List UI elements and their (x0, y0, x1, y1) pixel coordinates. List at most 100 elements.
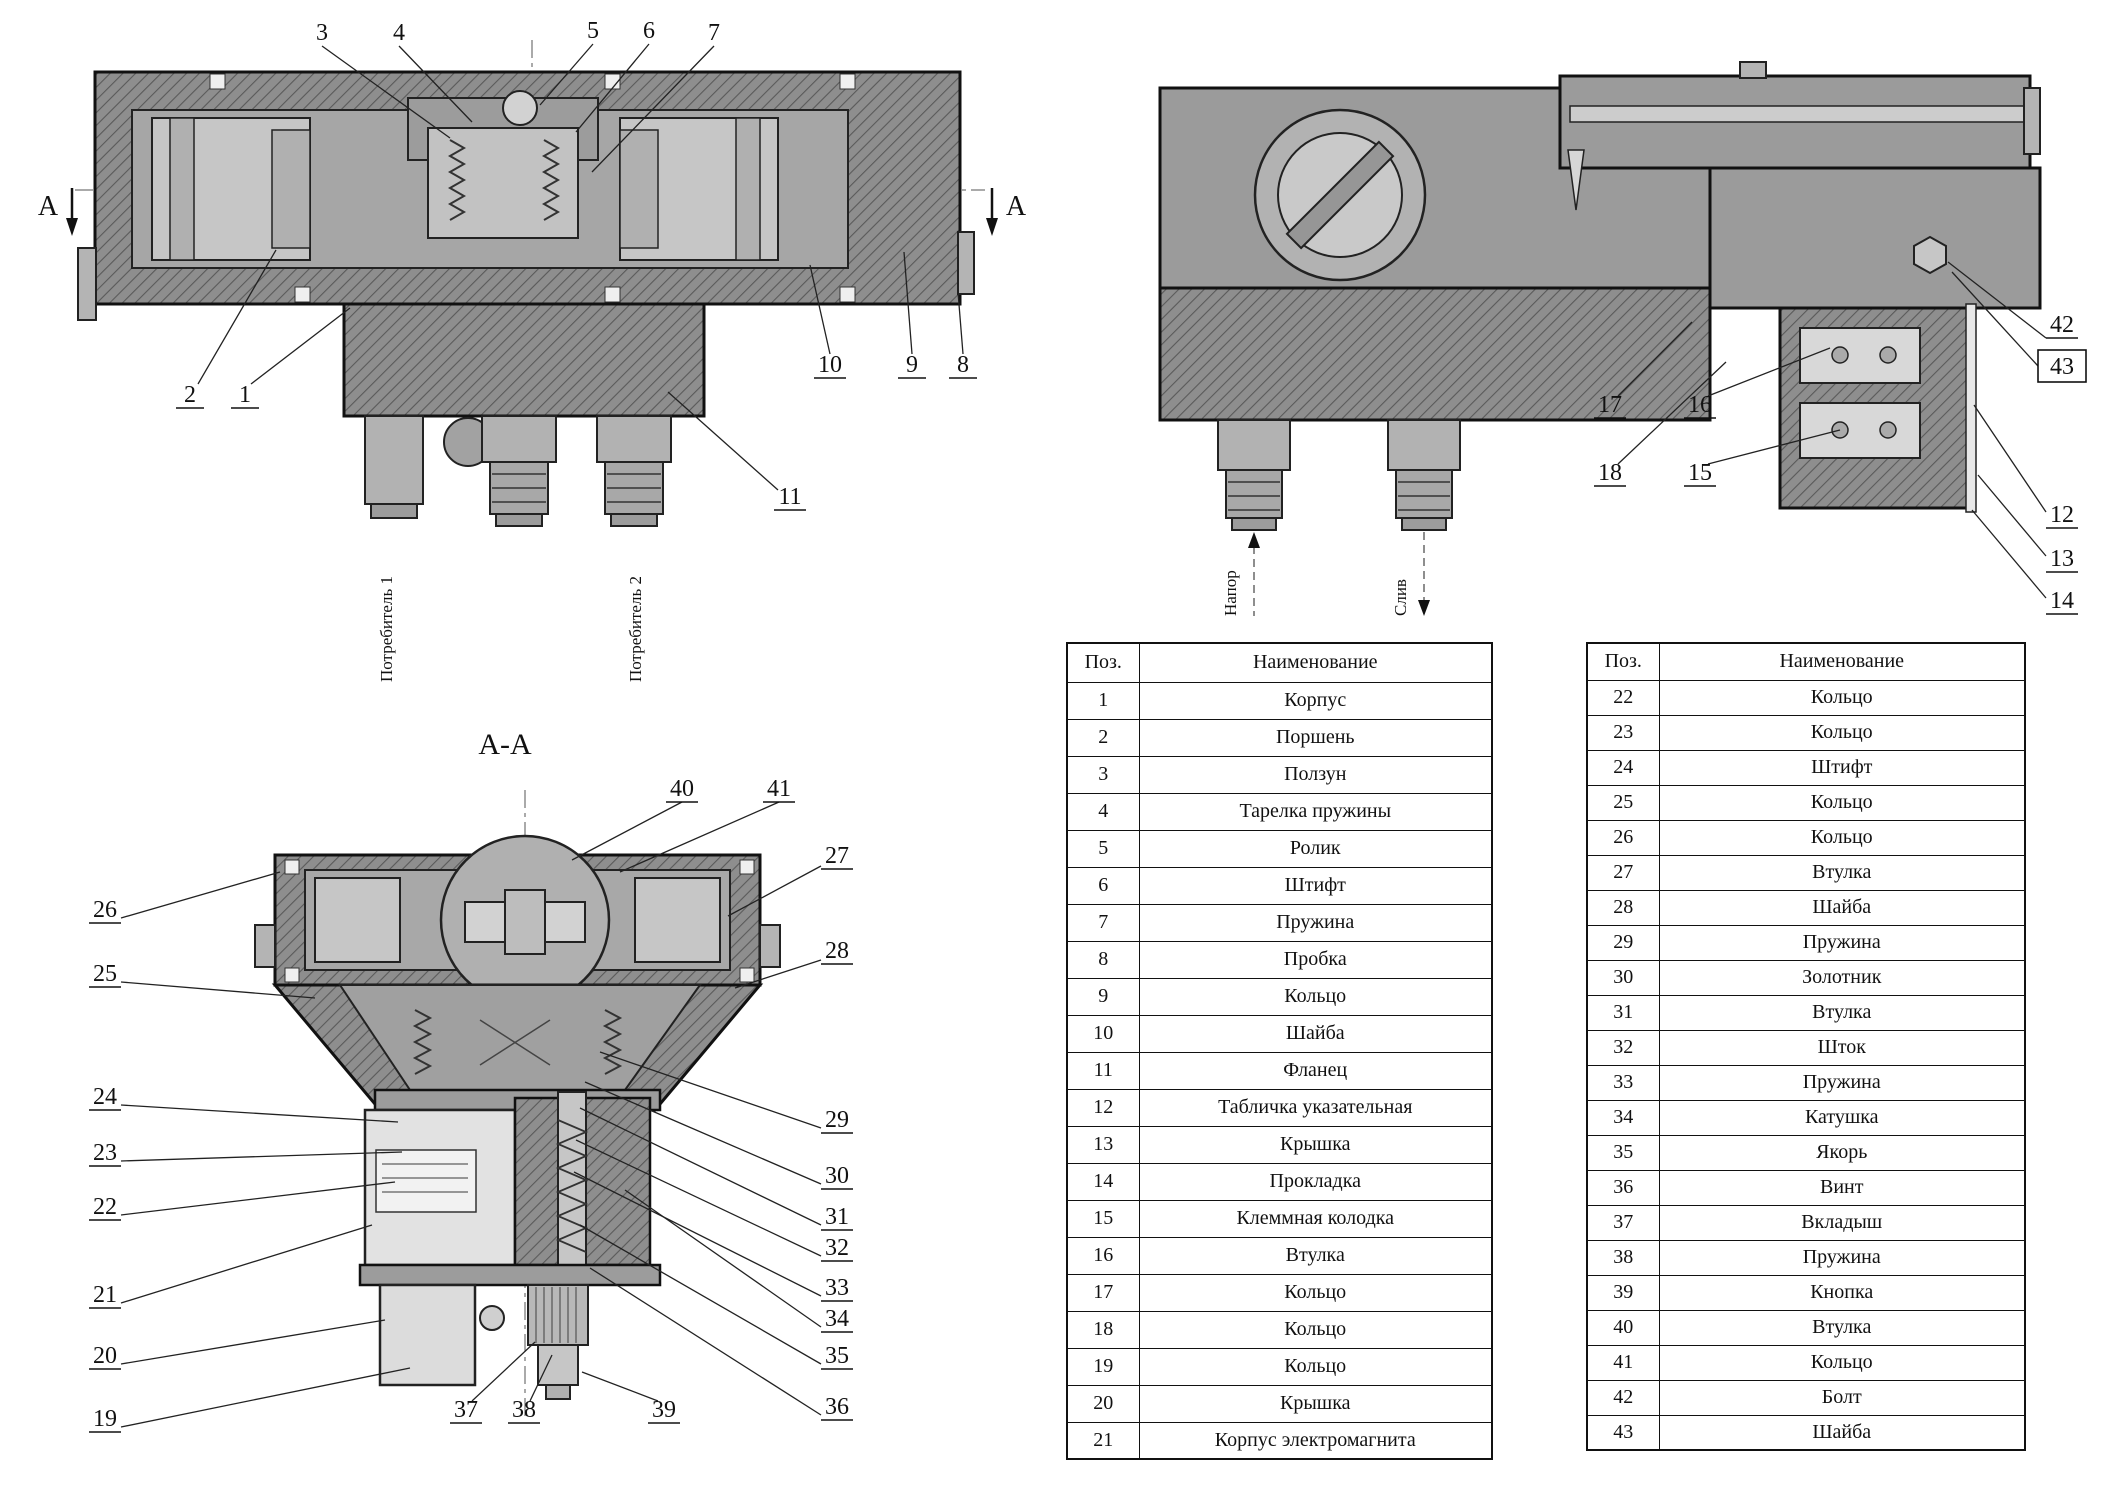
terminal-block-lower (1799, 402, 1921, 459)
flow-label-drain: Слив (1391, 532, 1430, 616)
part-pos: 38 (1586, 1239, 1660, 1276)
svg-text:28: 28 (825, 938, 849, 964)
spring (412, 1009, 433, 1075)
callout-33: 33 (573, 1171, 853, 1302)
callout-9: 9 (898, 251, 926, 379)
part-pos: 1 (1066, 681, 1140, 720)
part-name: Пробка (1138, 940, 1493, 979)
section-aa-view: А-А (89, 728, 853, 1433)
part-name: Пружина (1658, 1064, 2026, 1101)
valve-slot-bar (1285, 140, 1395, 250)
part-pos: 31 (1586, 994, 1660, 1031)
valve-body-section (77, 70, 975, 321)
svg-text:3: 3 (316, 20, 328, 46)
part-name: Ролик (1138, 829, 1493, 868)
callout-24: 24 (89, 1084, 399, 1123)
part-name: Табличка указательная (1138, 1088, 1493, 1127)
callout-2: 2 (176, 249, 277, 409)
svg-text:А: А (38, 191, 59, 222)
part-name: Кольцо (1658, 784, 2026, 821)
part-pos: 40 (1586, 1309, 1660, 1346)
callout-22: 22 (89, 1181, 396, 1221)
aa-top-body (254, 834, 781, 1006)
part-name: Винт (1658, 1169, 2026, 1206)
callout-16: 16 (1684, 347, 1831, 419)
part-pos: 13 (1066, 1125, 1140, 1164)
callout-18: 18 (1594, 361, 1727, 487)
svg-text:38: 38 (512, 1397, 536, 1423)
svg-text:31: 31 (825, 1204, 849, 1230)
svg-text:41: 41 (767, 776, 791, 802)
section-arrow-icon (986, 218, 998, 236)
part-name: Поршень (1138, 718, 1493, 757)
callout-31: 31 (579, 1107, 853, 1231)
part-pos: 20 (1066, 1384, 1140, 1423)
callout-27: 27 (727, 843, 853, 917)
part-pos: 35 (1586, 1134, 1660, 1171)
arrow-down-icon (1418, 600, 1430, 616)
svg-text:37: 37 (454, 1397, 478, 1423)
part-name: Пружина (1658, 1239, 2026, 1276)
callout-32: 32 (575, 1139, 853, 1262)
part-pos: 26 (1586, 819, 1660, 856)
svg-text:35: 35 (825, 1343, 849, 1369)
part-pos: 10 (1066, 1014, 1140, 1053)
svg-text:13: 13 (2050, 546, 2074, 572)
part-pos: 14 (1066, 1162, 1140, 1201)
part-pos: 17 (1066, 1273, 1140, 1312)
header-name: Наименование (1658, 642, 2026, 681)
svg-text:23: 23 (93, 1140, 117, 1166)
part-name: Шток (1658, 1029, 2026, 1066)
part-name: Прокладка (1138, 1162, 1493, 1201)
table-header-row: Поз. Наименование (1586, 642, 2026, 681)
flow-label-pressure: Напор (1221, 532, 1260, 616)
main-section-view: А А Потребитель 1 Потребитель 2 3 4 5 6 … (38, 18, 1027, 682)
part-name: Шайба (1658, 889, 2026, 926)
part-name: Втулка (1658, 1309, 2026, 1346)
arrow-up-icon (1248, 532, 1260, 548)
part-name: Золотник (1658, 959, 2026, 996)
aa-electromagnet (358, 1088, 662, 1400)
header-pos: Поз. (1586, 642, 1660, 681)
svg-text:Слив: Слив (1391, 579, 1410, 616)
manifold-section (342, 302, 706, 527)
svg-text:16: 16 (1688, 392, 1712, 418)
svg-text:8: 8 (957, 352, 969, 378)
part-pos: 6 (1066, 866, 1140, 905)
section-title: А-А (478, 728, 532, 761)
bolt-head (1913, 235, 1947, 275)
part-pos: 42 (1586, 1379, 1660, 1416)
part-name: Якорь (1658, 1134, 2026, 1171)
part-pos: 32 (1586, 1029, 1660, 1066)
part-pos: 22 (1586, 679, 1660, 716)
svg-text:1: 1 (239, 382, 251, 408)
callout-6: 6 (575, 18, 655, 133)
part-name: Болт (1658, 1379, 2026, 1416)
part-pos: 9 (1066, 977, 1140, 1016)
part-pos: 23 (1586, 714, 1660, 751)
svg-text:22: 22 (93, 1194, 117, 1220)
part-pos: 34 (1586, 1099, 1660, 1136)
spring (602, 1009, 623, 1075)
terminal-block-upper (1799, 327, 1921, 384)
callout-38: 38 (508, 1354, 553, 1424)
part-pos: 18 (1066, 1310, 1140, 1349)
part-name: Втулка (1658, 994, 2026, 1031)
part-name: Тарелка пружины (1138, 792, 1493, 831)
svg-text:11: 11 (778, 484, 801, 510)
callout-1: 1 (231, 307, 351, 409)
part-name: Фланец (1138, 1051, 1493, 1090)
